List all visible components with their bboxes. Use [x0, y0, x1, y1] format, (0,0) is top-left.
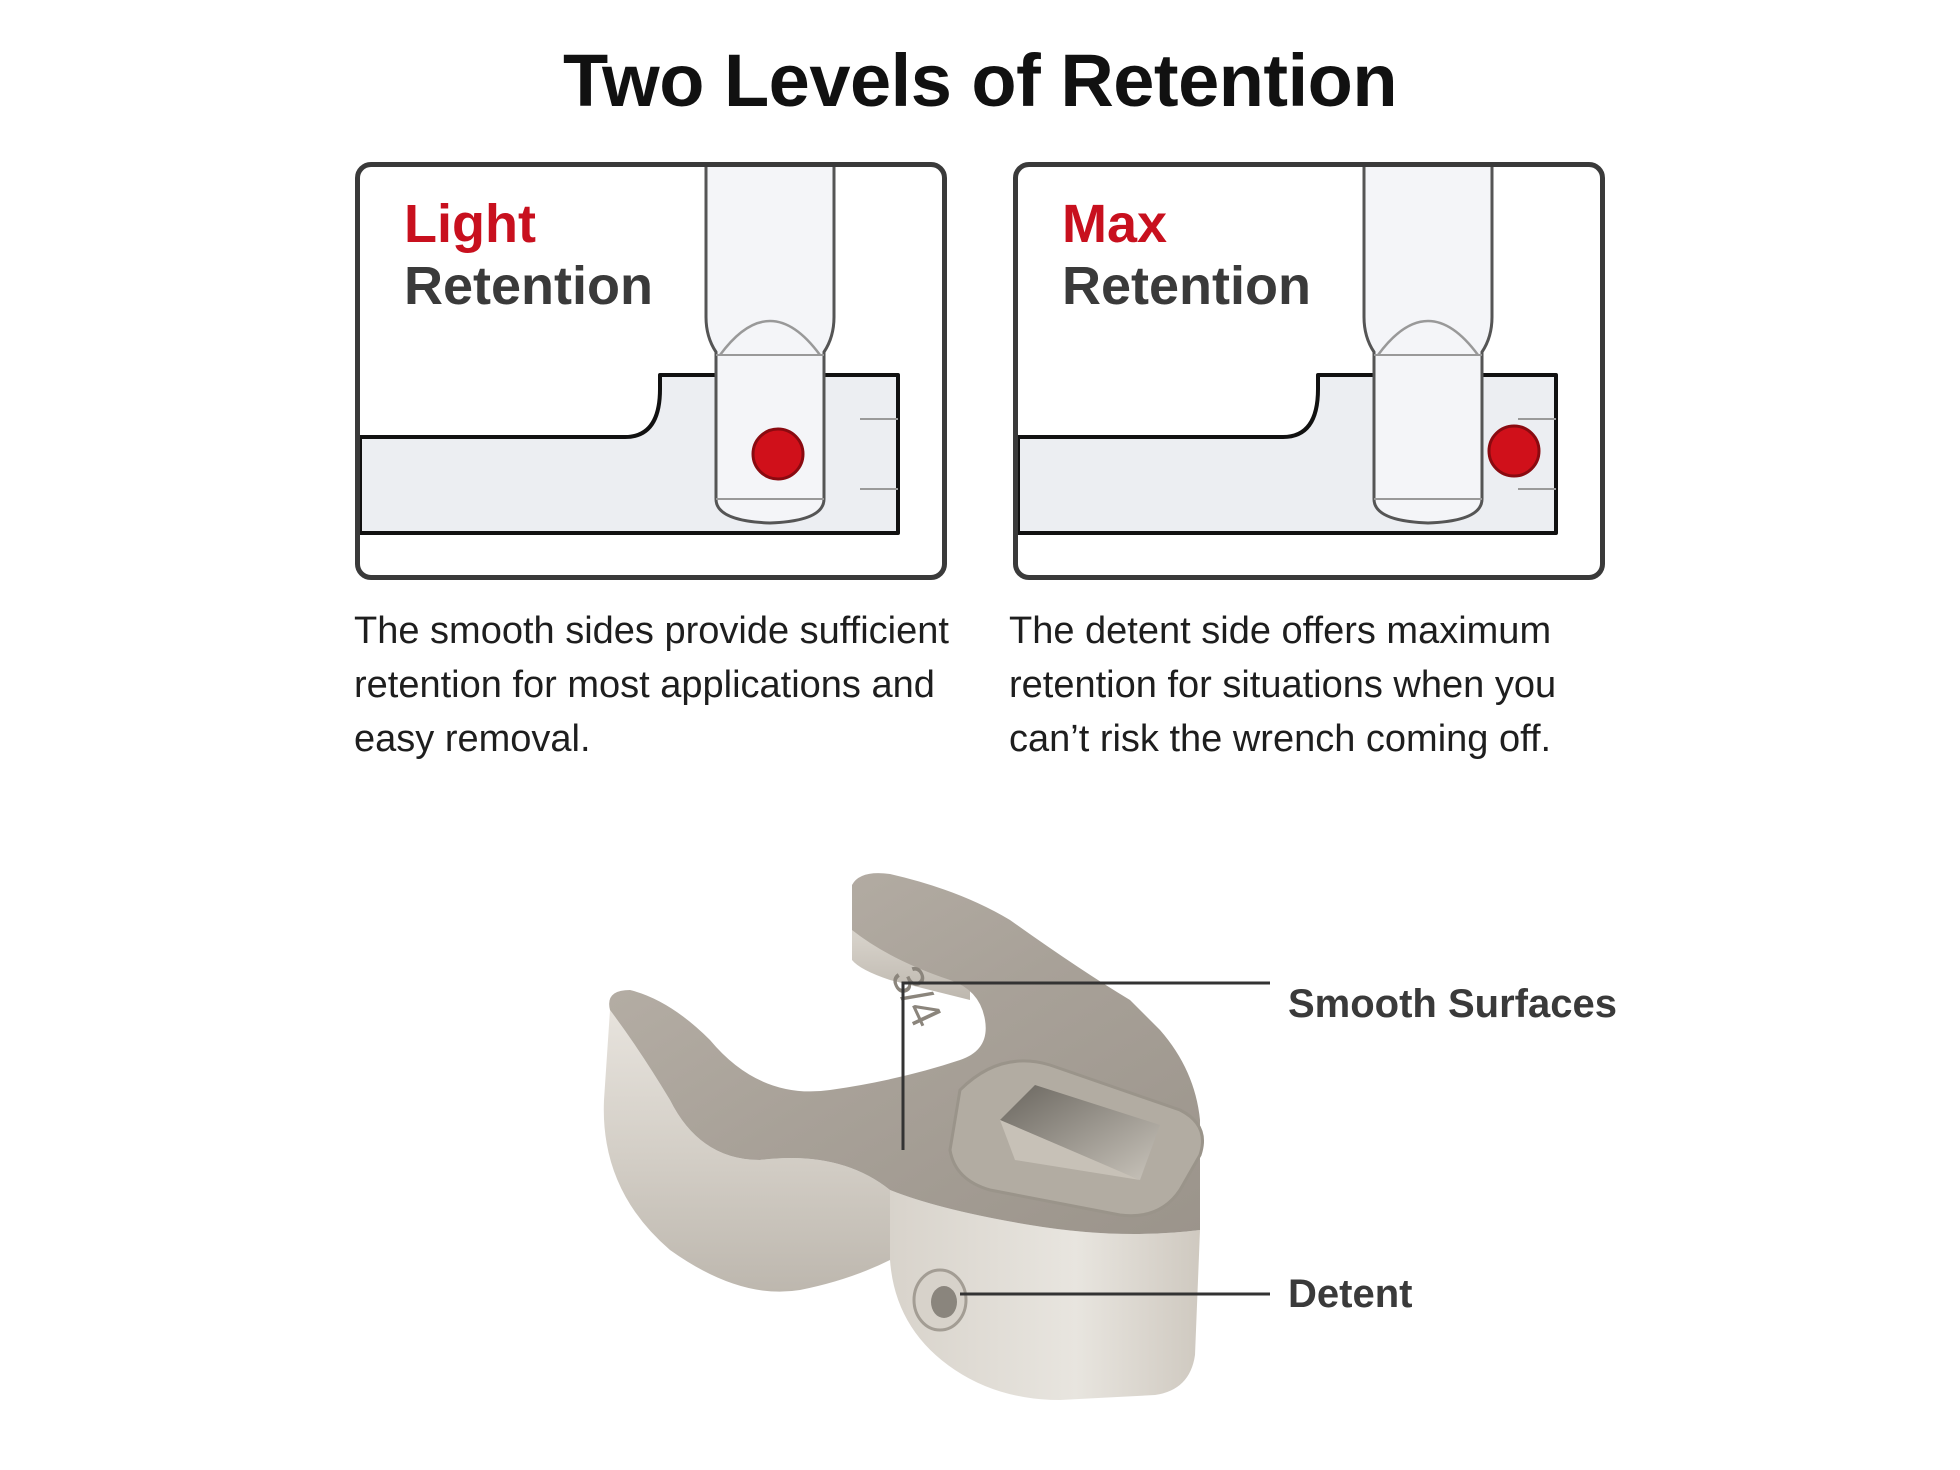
- page-title: Two Levels of Retention: [562, 39, 1398, 122]
- light-retention-description: The smooth sides provide sufficient rete…: [354, 610, 949, 760]
- retention-label: Retention: [404, 256, 653, 316]
- max-retention-panel: Max Retention: [1013, 162, 1605, 580]
- max-retention-description: The detent side offers maximum retention…: [1009, 610, 1557, 760]
- square-drive-hole: [1000, 1085, 1160, 1180]
- detent-ball-icon: [751, 427, 805, 481]
- drive-shaft-shape: [1362, 167, 1494, 525]
- detent-callout: Detent: [1288, 1272, 1413, 1316]
- light-retention-heading: Light Retention: [404, 193, 653, 317]
- light-retention-diagram: [360, 167, 900, 535]
- retention-label: Retention: [1062, 256, 1311, 316]
- drive-shaft-shape: [704, 167, 836, 525]
- wrench-side-face: [603, 1010, 890, 1292]
- detent-ball-icon: [1487, 424, 1541, 478]
- light-retention-panel: Light Retention: [355, 162, 947, 580]
- max-retention-heading: Max Retention: [1062, 193, 1311, 317]
- smooth-surfaces-callout: Smooth Surfaces: [1288, 982, 1617, 1026]
- max-label: Max: [1062, 194, 1168, 254]
- smooth-surfaces-leader-line: [901, 981, 1270, 1150]
- max-retention-diagram: [1018, 167, 1558, 535]
- crowfoot-wrench-illustration: 3/4: [603, 873, 1270, 1400]
- light-label: Light: [404, 194, 536, 254]
